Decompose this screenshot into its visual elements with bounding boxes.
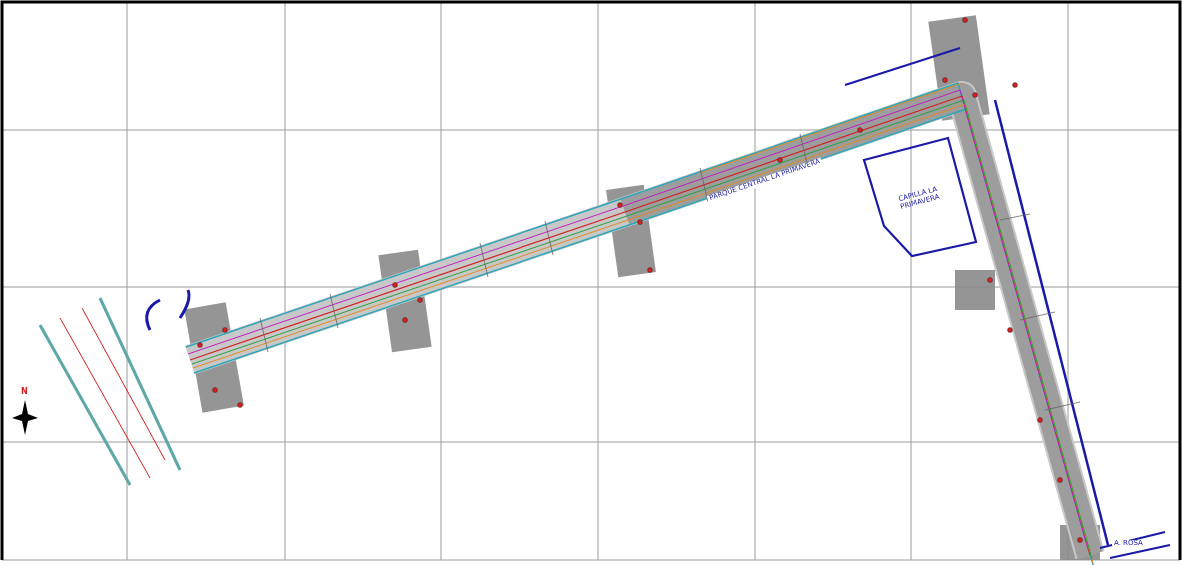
station-tick [1020, 312, 1055, 320]
station-tick [330, 294, 338, 328]
road-band [190, 96, 1090, 555]
ramp-curve [180, 290, 189, 318]
station-tick [545, 221, 553, 255]
survey-point [963, 18, 968, 23]
grid-line [285, 2, 286, 560]
canal [40, 298, 180, 485]
building-outline-path [864, 138, 976, 256]
survey-point [418, 298, 423, 303]
north-label: N [21, 388, 28, 397]
intersection [955, 270, 995, 310]
survey-point [973, 93, 978, 98]
survey-point [403, 318, 408, 323]
station-tick [1045, 402, 1080, 410]
survey-point [988, 278, 993, 283]
survey-point [778, 158, 783, 163]
survey-point [858, 128, 863, 133]
building-name: CAPILLA LA PRIMAVERA [886, 182, 952, 215]
survey-point [1013, 83, 1018, 88]
boundary-line [845, 48, 960, 85]
north-star [12, 400, 38, 435]
survey-point [1038, 418, 1043, 423]
survey-point [943, 78, 948, 83]
survey-point [213, 388, 218, 393]
station-tick [260, 318, 268, 352]
grid-line [2, 560, 1180, 561]
survey-point [648, 268, 653, 273]
ramp-curve [147, 300, 160, 330]
survey-point [1008, 328, 1013, 333]
center-line [190, 96, 1090, 555]
grid-line [598, 2, 599, 560]
canal-line [82, 308, 165, 460]
boundary-line [995, 100, 1108, 545]
curb-line [194, 109, 1094, 565]
canal-line [60, 318, 150, 478]
utility-line [193, 104, 1093, 563]
utility-line [700, 83, 962, 173]
station-ticks [260, 134, 1080, 410]
curb-line [186, 83, 1086, 542]
survey-point [618, 203, 623, 208]
survey-point [638, 220, 643, 225]
north-arrow [12, 400, 38, 435]
canal-edge [40, 325, 130, 485]
survey-point [223, 328, 228, 333]
road-paving [625, 96, 1090, 555]
intersections [184, 15, 1100, 560]
station-tick [1000, 214, 1030, 220]
survey-point [393, 283, 398, 288]
map-label: A. ROSA [1112, 540, 1145, 548]
station-tick [480, 243, 488, 277]
grid-line [755, 2, 756, 560]
building-outline: CAPILLA LA PRIMAVERA [860, 136, 978, 260]
survey-points [198, 18, 1083, 543]
boundary-line [1100, 532, 1165, 548]
survey-point [238, 403, 243, 408]
road-corridor [147, 48, 1170, 565]
grid-line [2, 442, 1180, 443]
grid-line [911, 2, 912, 560]
survey-point [1058, 478, 1063, 483]
canal-edge [100, 298, 180, 470]
survey-point [198, 343, 203, 348]
utility-line [192, 100, 1092, 559]
survey-point [1078, 538, 1083, 543]
